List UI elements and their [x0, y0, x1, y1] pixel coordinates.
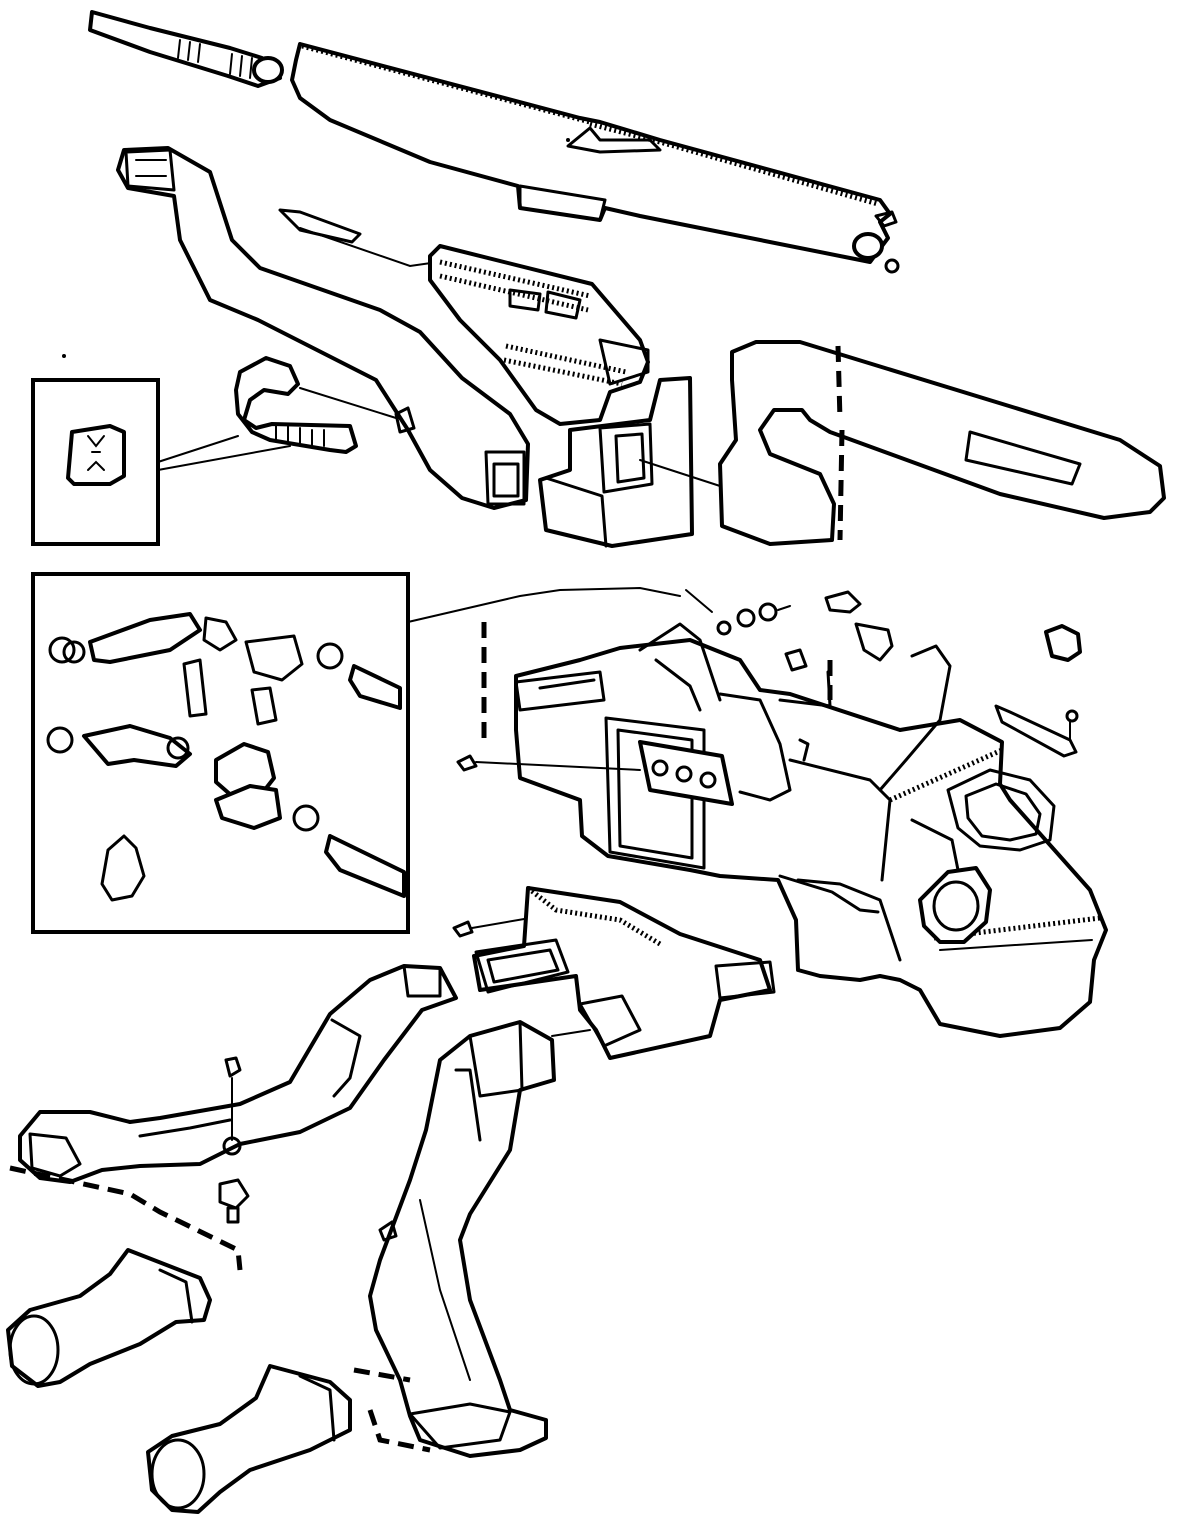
floor-distributor	[472, 886, 776, 1060]
heater-valve-hoses-inset	[31, 572, 681, 934]
rear-outlet-left	[6, 1248, 212, 1388]
defroster-duct	[290, 42, 900, 274]
center-vent-housing	[538, 376, 721, 548]
center-vent-duct	[278, 208, 650, 426]
rear-floor-duct-left	[9, 964, 458, 1271]
defroster-hose	[88, 10, 284, 88]
rear-floor-duct-right	[368, 1020, 556, 1458]
control-knob-icon	[66, 424, 126, 486]
left-side-duct	[116, 146, 530, 510]
blower-motor	[918, 866, 992, 944]
temperature-control-inset	[31, 356, 397, 546]
fasteners	[452, 589, 1082, 938]
right-dash-duct	[718, 340, 1166, 546]
rear-outlet-right	[146, 1364, 431, 1514]
